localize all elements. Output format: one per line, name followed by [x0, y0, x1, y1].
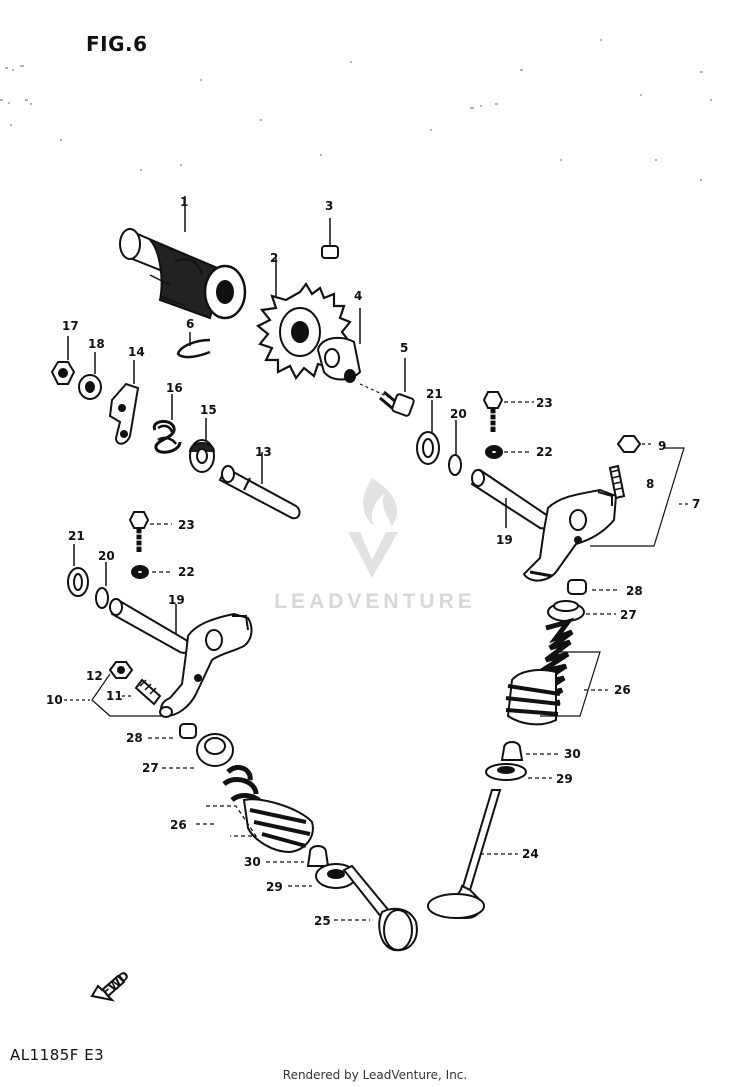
- callout-24: 24: [522, 847, 539, 861]
- rocker-bolt-23-left: [128, 511, 172, 552]
- lock-nut-9: [616, 435, 652, 453]
- valve-springs-26-right: [505, 617, 608, 726]
- callout-5: 5: [400, 341, 408, 355]
- callout-28-right: 28: [626, 584, 643, 598]
- figure-title: FIG.6: [86, 32, 148, 56]
- callout-11: 11: [106, 689, 123, 703]
- callout-28-left: 28: [126, 731, 143, 745]
- callout-2: 2: [270, 251, 278, 265]
- model-code: AL1185F E3: [10, 1046, 105, 1064]
- callout-30-right: 30: [564, 747, 581, 761]
- sprocket-bolt: [359, 358, 415, 417]
- callout-8: 8: [646, 477, 654, 491]
- callout-17: 17: [62, 319, 79, 333]
- rocker-shaft-19-left: [109, 598, 190, 654]
- rocker-oring-20-left: [95, 562, 109, 609]
- bracket-line-7: [590, 447, 685, 547]
- rocker-washer-22-left: [131, 565, 172, 579]
- callout-23-left: 23: [178, 518, 195, 532]
- valve-springs-26-left: [196, 765, 314, 854]
- exhaust-valve-24: [427, 789, 518, 920]
- callout-14: 14: [128, 345, 145, 359]
- rocker-arm-10-left: [159, 612, 253, 718]
- watermark-text: LEADVENTURE: [274, 590, 476, 613]
- dowel-pin: [321, 218, 339, 259]
- callout-29-left: 29: [266, 880, 283, 894]
- callout-1: 1: [180, 195, 188, 209]
- nut-left: [50, 336, 76, 385]
- valve-seal-30-right: [500, 741, 560, 761]
- callout-26-right: 26: [614, 683, 631, 697]
- credit-text: Rendered by LeadVenture, Inc.: [282, 1068, 468, 1082]
- callout-13: 13: [255, 445, 272, 459]
- callout-4: 4: [354, 289, 362, 303]
- torsion-spring: [152, 394, 182, 454]
- callout-25: 25: [314, 914, 331, 928]
- adjuster-screw-11: [122, 678, 162, 706]
- tensioner-bracket: [108, 360, 140, 445]
- bracket-line-10: [91, 673, 162, 717]
- callout-10: 10: [46, 693, 63, 707]
- rocker-oring-20-right: [448, 420, 462, 476]
- spring-seat-29-right: [485, 763, 552, 781]
- intake-valve-25: [334, 864, 418, 952]
- adjuster-screw-8: [608, 464, 626, 500]
- fwd-label: FWD: [99, 972, 128, 999]
- callout-23-right: 23: [536, 396, 553, 410]
- callout-18: 18: [88, 337, 105, 351]
- callout-19-right: 19: [496, 533, 513, 547]
- scan-noise: [0, 39, 712, 181]
- callout-19-left: 19: [168, 593, 185, 607]
- callout-22-right: 22: [536, 445, 553, 459]
- rocker-arm-7-right: [522, 488, 618, 582]
- valve-cap-28-right: [567, 579, 620, 595]
- tensioner-shaft: [218, 452, 301, 520]
- callout-21-right: 21: [426, 387, 443, 401]
- spring-retainer-27-left: [162, 733, 234, 769]
- shaft-bushing: [189, 418, 215, 473]
- callout-20-left: 20: [98, 549, 115, 563]
- spring-retainer-27-right: [547, 600, 616, 622]
- callout-7: 7: [692, 497, 700, 511]
- callout-9: 9: [658, 439, 666, 453]
- callout-16: 16: [166, 381, 183, 395]
- callout-21-left: 21: [68, 529, 85, 543]
- callout-12: 12: [86, 669, 103, 683]
- callout-15: 15: [200, 403, 217, 417]
- rocker-washer-21-left: [67, 544, 89, 597]
- callout-22-left: 22: [178, 565, 195, 579]
- callout-30-left: 30: [244, 855, 261, 869]
- valve-cap-28-left: [148, 723, 197, 739]
- rocker-bolt-23-right: [482, 391, 534, 432]
- callout-29-right: 29: [556, 772, 573, 786]
- retaining-clip: [176, 332, 211, 359]
- washer-left: [78, 352, 102, 400]
- rocker-washer-21-right: [416, 400, 440, 465]
- callout-26-left: 26: [170, 818, 187, 832]
- valve-seal-30-left: [266, 845, 330, 867]
- callout-20-right: 20: [450, 407, 467, 421]
- rocker-washer-22-right: [485, 445, 530, 459]
- camshaft: [119, 228, 247, 320]
- cam-plate: [316, 308, 362, 383]
- callout-3: 3: [325, 199, 333, 213]
- callout-27-right: 27: [620, 608, 637, 622]
- fwd-arrow-icon: FWD: [88, 968, 132, 1007]
- callout-27-left: 27: [142, 761, 159, 775]
- lock-nut-12: [108, 661, 134, 679]
- callout-6: 6: [186, 317, 194, 331]
